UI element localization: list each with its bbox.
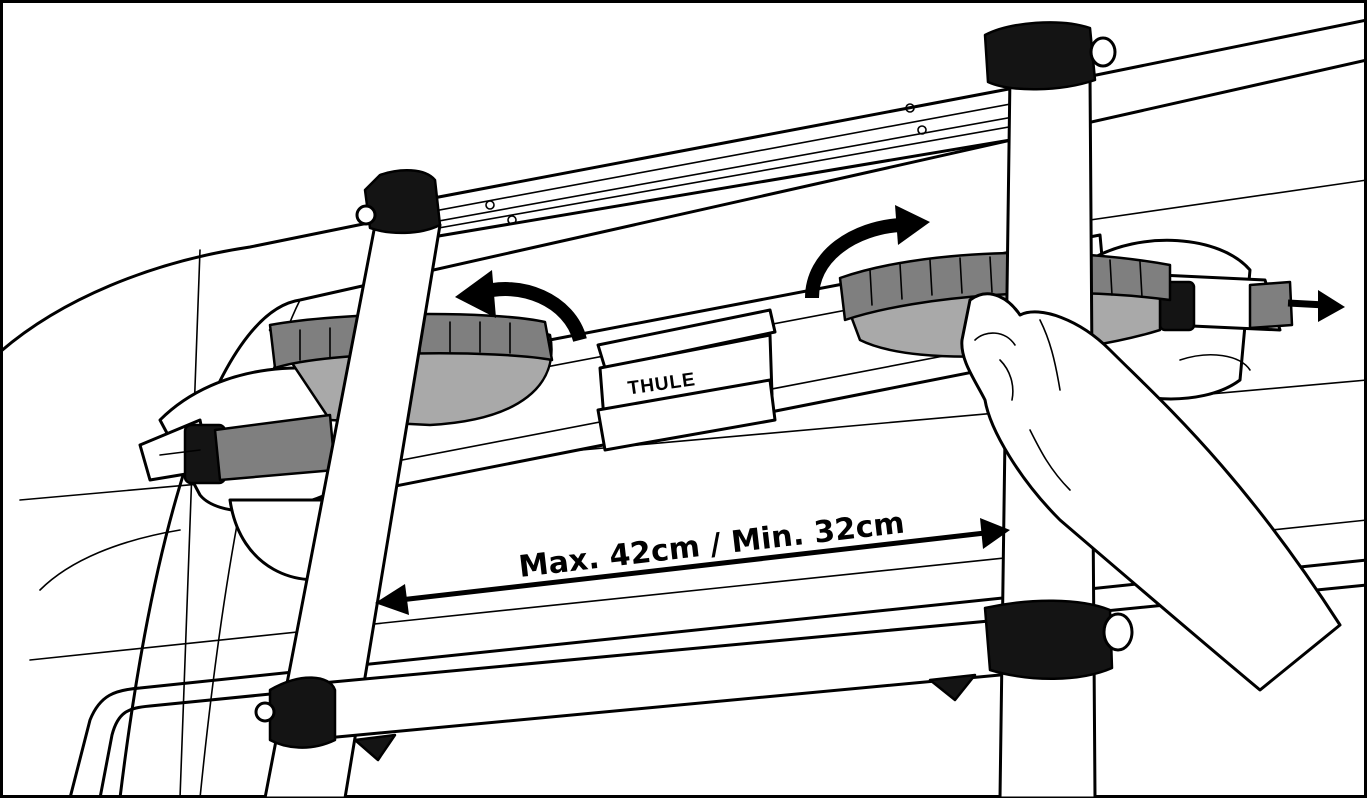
ladder-tube-left <box>263 169 442 798</box>
strap-left <box>213 312 554 482</box>
curved-arrow-left-icon <box>455 270 587 343</box>
pull-arrow-right-icon <box>1287 290 1345 322</box>
ladder-rung-lower <box>254 599 1134 762</box>
dimension-measure: Max. 42cm / Min. 32cm <box>375 506 1010 615</box>
measurement-label: Max. 42cm / Min. 32cm <box>517 506 907 585</box>
curved-arrow-right-icon <box>805 205 930 299</box>
thule-clip: THULE <box>596 308 777 452</box>
double-headed-arrow-icon <box>375 518 1010 615</box>
upper-rail <box>368 83 1042 247</box>
hand <box>960 292 1342 692</box>
